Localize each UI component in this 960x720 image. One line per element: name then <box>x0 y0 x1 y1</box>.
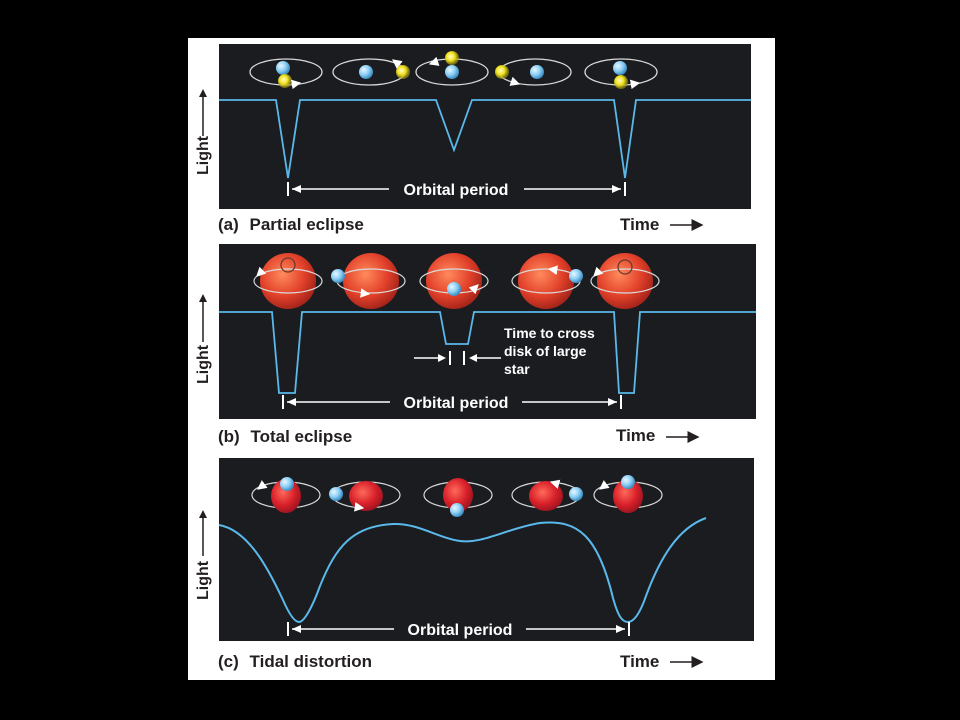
panel-c: Orbital period Light (c) Tidal distortio… <box>195 458 754 671</box>
up-arrow-icon <box>199 89 207 97</box>
orbit-icon <box>511 253 583 309</box>
svg-text:(c) Tidal distortion: (c) Tidal distortion <box>218 652 372 671</box>
red-distorted-star-icon <box>271 479 301 513</box>
panel-a-background <box>219 44 751 209</box>
panel-b: Time to cross disk of large star Orbital… <box>195 244 756 446</box>
orbit-icon <box>253 253 323 309</box>
blue-star-icon <box>276 61 290 75</box>
orbit-icon <box>249 58 323 90</box>
panel-b-y-label: Light <box>195 344 212 384</box>
eclipsed-blue-star-icon <box>617 259 633 275</box>
orbit-icon <box>511 479 583 511</box>
orbit-icon <box>593 475 663 513</box>
panel-c-light-curve <box>218 517 707 624</box>
panel-b-period-label: Orbital period <box>404 395 509 412</box>
eclipsed-blue-star-icon <box>280 257 296 273</box>
panel-c-period-label: Orbital period <box>408 622 513 639</box>
panel-a-x-label: Time <box>620 215 659 234</box>
panel-c-y-axis: Light <box>195 510 212 600</box>
panel-a-orbit-diagrams <box>249 51 658 90</box>
panel-a-light-curve <box>219 99 751 179</box>
panel-a: Orbital period Light (a) Partial eclipse… <box>195 44 751 234</box>
up-arrow-icon <box>199 510 207 518</box>
orbit-icon <box>329 481 401 512</box>
panel-b-orbital-period-marker: Orbital period <box>282 395 622 412</box>
panel-c-x-label: Time <box>620 652 659 671</box>
panel-c-background <box>219 458 754 641</box>
panel-a-letter: (a) <box>218 215 239 234</box>
red-giant-star-icon <box>597 253 653 309</box>
blue-star-icon <box>359 65 373 79</box>
panel-b-title: Total eclipse <box>250 427 352 446</box>
orbit-icon <box>251 477 321 513</box>
yellow-star-icon <box>445 51 459 65</box>
blue-star-icon <box>280 477 294 491</box>
panel-c-y-label: Light <box>195 560 212 600</box>
orbit-icon <box>590 253 660 309</box>
panel-a-title: Partial eclipse <box>250 215 364 234</box>
yellow-star-icon <box>278 74 292 88</box>
blue-star-icon <box>621 475 635 489</box>
binary-star-light-curves-figure: Orbital period Light (a) Partial eclipse… <box>188 38 775 680</box>
panel-b-annotation: Time to cross disk of large star <box>504 325 599 377</box>
orbit-icon <box>419 253 489 309</box>
panel-c-title: Tidal distortion <box>250 652 372 671</box>
panel-a-y-axis: Light <box>195 89 212 175</box>
orbit-icon <box>331 253 406 309</box>
yellow-star-icon <box>495 65 509 79</box>
panel-b-letter: (b) <box>218 427 240 446</box>
panel-a-y-label: Light <box>195 135 212 175</box>
blue-star-icon <box>613 61 627 75</box>
figure-svg: Orbital period Light (a) Partial eclipse… <box>195 44 756 671</box>
panel-c-orbit-diagrams <box>251 475 663 517</box>
panel-b-crossing-time-marker: Time to cross disk of large star <box>414 325 599 377</box>
panel-c-orbital-period-marker: Orbital period <box>287 622 630 639</box>
panel-b-x-label: Time <box>616 426 655 445</box>
panel-b-y-axis: Light <box>195 294 212 384</box>
blue-star-icon <box>530 65 544 79</box>
red-giant-star-icon <box>518 253 574 309</box>
panel-c-letter: (c) <box>218 652 239 671</box>
blue-star-icon <box>445 65 459 79</box>
blue-star-icon <box>569 487 583 501</box>
blue-star-icon <box>331 269 345 283</box>
blue-star-icon <box>447 282 461 296</box>
orbit-icon <box>495 58 572 86</box>
svg-text:(b) Total eclipse: (b) Total eclipse <box>218 427 352 446</box>
blue-star-icon <box>450 503 464 517</box>
orbit-icon <box>584 58 658 90</box>
svg-text:(a) Partial eclipse: (a) Partial eclipse <box>218 215 364 234</box>
orbit-icon <box>332 58 410 86</box>
panel-b-orbit-diagrams <box>253 253 660 309</box>
panel-b-light-curve <box>219 311 756 394</box>
yellow-star-icon <box>614 75 628 89</box>
red-distorted-star-icon <box>349 481 383 511</box>
orbit-icon <box>423 478 493 517</box>
red-giant-star-icon <box>343 253 399 309</box>
yellow-star-icon <box>396 65 410 79</box>
red-distorted-star-icon <box>443 478 473 512</box>
up-arrow-icon <box>199 294 207 302</box>
blue-star-icon <box>569 269 583 283</box>
red-distorted-star-icon <box>613 479 643 513</box>
panel-a-orbital-period-marker: Orbital period <box>287 182 626 199</box>
red-giant-star-icon <box>260 253 316 309</box>
orbit-icon <box>415 51 489 86</box>
red-distorted-star-icon <box>529 481 563 511</box>
red-giant-star-icon <box>426 253 482 309</box>
panel-a-period-label: Orbital period <box>404 182 509 199</box>
blue-star-icon <box>329 487 343 501</box>
